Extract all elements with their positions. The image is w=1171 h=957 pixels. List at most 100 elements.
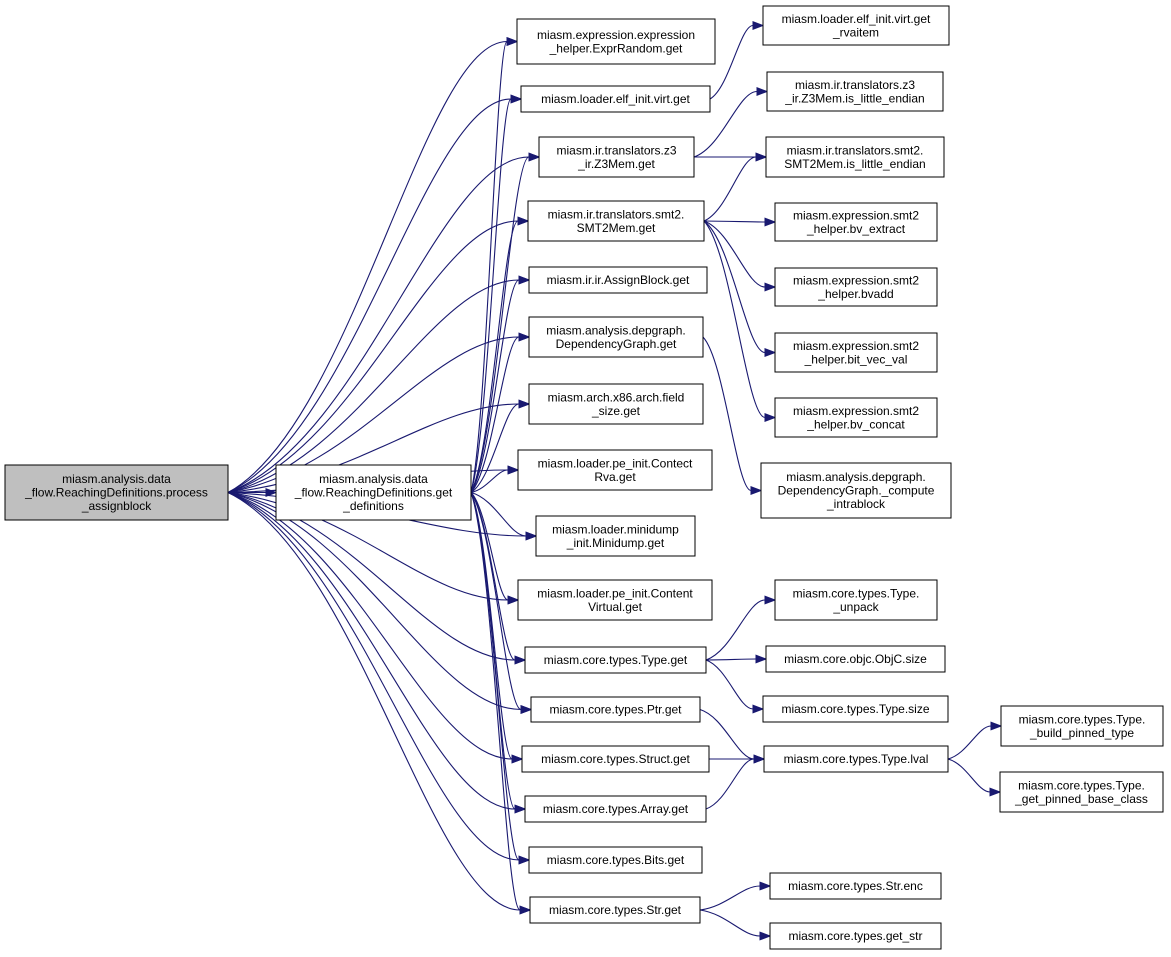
- node-label-line: _helper.bv_concat: [806, 417, 905, 431]
- node-label-line: miasm.core.types.Array.get: [543, 802, 689, 816]
- node-exprrandom[interactable]: miasm.expression.expression_helper.ExprR…: [516, 18, 716, 65]
- edge-typeget-to-typesize: [705, 659, 765, 714]
- edge-getdef-to-contentvirtual: [470, 492, 520, 605]
- node-label-line: miasm.loader.elf_init.virt.get: [782, 12, 931, 26]
- node-computeintra[interactable]: miasm.analysis.depgraph.DependencyGraph.…: [760, 462, 952, 519]
- node-z3little[interactable]: miasm.ir.translators.z3_ir.Z3Mem.is_litt…: [766, 71, 944, 112]
- edge-root-to-exprrandom: [227, 36, 519, 493]
- edge-smt2mem-to-smt2little: [703, 152, 768, 222]
- arrowhead: [528, 152, 541, 162]
- arrowhead: [518, 332, 531, 342]
- node-fieldsize[interactable]: miasm.arch.x86.arch.field_size.get: [528, 383, 704, 425]
- node-label-line: _definitions: [342, 499, 404, 513]
- node-structget[interactable]: miasm.core.types.Struct.get: [521, 745, 710, 773]
- edge-getdef-to-depgraph: [470, 332, 531, 493]
- node-z3mem[interactable]: miasm.ir.translators.z3_ir.Z3Mem.get: [538, 136, 695, 178]
- node-label-line: miasm.loader.pe_init.Content: [537, 586, 693, 600]
- arrowhead: [764, 412, 777, 423]
- node-strenc[interactable]: miasm.core.types.Str.enc: [769, 872, 942, 900]
- arrowhead: [518, 855, 531, 865]
- node-label-line: _helper.bvadd: [817, 287, 893, 301]
- node-root[interactable]: miasm.analysis.data_flow.ReachingDefinit…: [4, 464, 229, 521]
- node-label-line: miasm.analysis.depgraph.: [786, 470, 925, 484]
- node-unpack[interactable]: miasm.core.types.Type._unpack: [774, 579, 938, 621]
- node-depgraph[interactable]: miasm.analysis.depgraph.DependencyGraph.…: [528, 316, 704, 358]
- arrowhead: [989, 787, 1002, 797]
- node-label-line: miasm.loader.elf_init.virt.get: [541, 92, 690, 106]
- node-label-line: DependencyGraph.get: [556, 337, 677, 351]
- node-label-line: DependencyGraph._compute: [778, 484, 935, 498]
- node-label-line: miasm.core.types.Type.: [1018, 778, 1145, 792]
- edge-smt2mem-to-bvadd: [703, 220, 777, 292]
- node-bvextract[interactable]: miasm.expression.smt2_helper.bv_extract: [774, 202, 938, 242]
- arrowhead: [514, 804, 527, 814]
- edge-typeget-to-unpack: [705, 595, 777, 661]
- node-label-line: miasm.core.types.Type.: [1019, 712, 1146, 726]
- node-label-line: miasm.ir.translators.smt2.: [548, 207, 685, 221]
- node-label-line: miasm.core.types.Str.enc: [788, 879, 923, 893]
- node-ptrget[interactable]: miasm.core.types.Ptr.get: [530, 696, 701, 723]
- node-label-line: miasm.core.types.Type.get: [544, 653, 688, 667]
- node-label-line: miasm.core.types.Type.: [793, 586, 920, 600]
- edge-depgraph-to-computeintra: [702, 336, 763, 496]
- node-label-line: miasm.loader.pe_init.Contect: [538, 456, 693, 470]
- edge-getdef-to-elfvirt: [470, 94, 523, 493]
- node-label-line: miasm.core.types.Struct.get: [541, 752, 690, 766]
- node-bitvecval[interactable]: miasm.expression.smt2_helper.bit_vec_val: [774, 332, 938, 373]
- node-label-line: SMT2Mem.is_little_endian: [784, 157, 925, 171]
- arrowhead: [752, 704, 765, 714]
- node-minidump[interactable]: miasm.loader.minidump_init.Minidump.get: [535, 515, 696, 557]
- node-objcsize[interactable]: miasm.core.objc.ObjC.size: [765, 645, 946, 673]
- node-label-line: miasm.core.objc.ObjC.size: [784, 652, 927, 666]
- node-elfvirt[interactable]: miasm.loader.elf_init.virt.get: [520, 85, 711, 113]
- node-label-line: miasm.analysis.data: [319, 472, 428, 486]
- node-typeget[interactable]: miasm.core.types.Type.get: [524, 646, 707, 674]
- node-label-line: miasm.core.types.Ptr.get: [549, 703, 682, 717]
- node-pinnedbase[interactable]: miasm.core.types.Type._get_pinned_base_c…: [999, 771, 1164, 813]
- node-bvadd[interactable]: miasm.expression.smt2_helper.bvadd: [774, 267, 938, 307]
- edge-root-to-strget: [227, 492, 532, 915]
- node-lval[interactable]: miasm.core.types.Type.lval: [763, 745, 949, 773]
- node-label-line: _intrablock: [826, 497, 886, 511]
- node-label-line: _ir.Z3Mem.is_little_endian: [784, 91, 924, 105]
- arrowhead: [764, 595, 777, 605]
- nodes-layer: miasm.analysis.data_flow.ReachingDefinit…: [4, 5, 1164, 950]
- node-label-line: _get_pinned_base_class: [1014, 792, 1148, 806]
- edge-elfvirt-to-rvaitem: [709, 20, 765, 100]
- edge-smt2mem-to-bitvecval: [703, 220, 777, 358]
- node-getstr[interactable]: miasm.core.types.get_str: [769, 922, 942, 950]
- node-getdef[interactable]: miasm.analysis.data_flow.ReachingDefinit…: [275, 464, 472, 521]
- node-buildpinned[interactable]: miasm.core.types.Type._build_pinned_type: [1000, 705, 1164, 747]
- node-label-line: miasm.ir.ir.AssignBlock.get: [547, 273, 690, 287]
- node-label-line: miasm.core.types.Str.get: [549, 903, 682, 917]
- node-smt2mem[interactable]: miasm.ir.translators.smt2.SMT2Mem.get: [527, 200, 705, 242]
- node-label-line: Rva.get: [594, 470, 636, 484]
- arrowhead: [506, 36, 519, 47]
- node-typesize[interactable]: miasm.core.types.Type.size: [762, 695, 949, 723]
- node-assignblock[interactable]: miasm.ir.ir.AssignBlock.get: [528, 266, 708, 294]
- arrowhead: [507, 595, 520, 605]
- node-label-line: _ir.Z3Mem.get: [577, 157, 655, 171]
- node-label-line: miasm.ir.translators.z3: [556, 143, 676, 157]
- node-label-line: miasm.core.types.Type.lval: [784, 752, 929, 766]
- edge-getdef-to-minidump: [470, 491, 538, 541]
- node-label-line: miasm.core.types.Type.size: [781, 702, 929, 716]
- edge-lval-to-pinnedbase: [947, 758, 1002, 797]
- arrowhead: [764, 347, 777, 358]
- edge-getdef-to-exprrandom: [470, 36, 519, 493]
- node-bitsget[interactable]: miasm.core.types.Bits.get: [528, 846, 703, 874]
- edge-root-to-assignblock: [227, 275, 531, 494]
- node-strget[interactable]: miasm.core.types.Str.get: [529, 896, 701, 924]
- node-smt2little[interactable]: miasm.ir.translators.smt2.SMT2Mem.is_lit…: [765, 136, 945, 178]
- node-label-line: SMT2Mem.get: [577, 221, 656, 235]
- edge-getdef-to-fieldsize: [470, 399, 531, 493]
- edge-root-to-bitsget: [227, 491, 531, 865]
- arrowhead: [755, 654, 768, 664]
- edge-root-to-elfvirt: [227, 94, 523, 493]
- node-rvaitem[interactable]: miasm.loader.elf_init.virt.get_rvaitem: [762, 5, 950, 46]
- node-label-line: miasm.arch.x86.arch.field: [548, 390, 685, 404]
- node-bvconcat[interactable]: miasm.expression.smt2_helper.bv_concat: [774, 397, 938, 438]
- node-arrayget[interactable]: miasm.core.types.Array.get: [524, 795, 707, 823]
